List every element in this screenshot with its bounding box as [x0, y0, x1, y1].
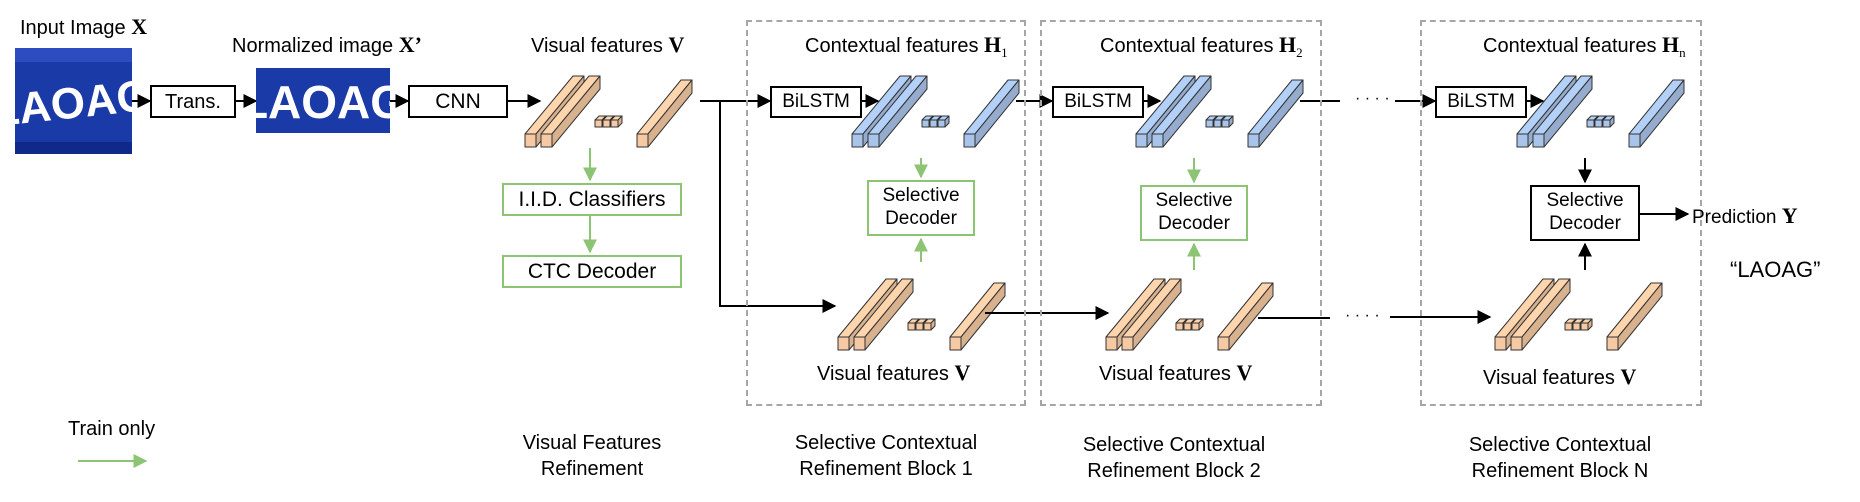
ellipsis-bottom: · · · · [1345, 307, 1380, 324]
block-n-visual-tensor [1494, 278, 1663, 351]
block-1-visual-features: Visual features V [817, 360, 971, 385]
block-2-outline [1040, 20, 1322, 406]
block-2-visual-tensor-bar-3-front [1217, 336, 1230, 351]
block-2-visual-tensor-cube-1-front [1175, 322, 1184, 331]
block-n-visual-tensor-bar-1-front [1494, 336, 1507, 351]
visual-features-tensor-bar-3-front [636, 133, 649, 148]
visual-features-tensor-cube-3-front [610, 119, 619, 128]
block-2-contextual-tensor-bar-1-front [1135, 133, 1148, 148]
block-1-bilstm-box: BiLSTM [770, 86, 862, 118]
block-1-contextual-tensor-bar-1-front [851, 133, 864, 148]
arrow-features-to-block-1-visual [719, 101, 837, 313]
visual-features-tensor-cube-1-front [594, 119, 603, 128]
block-1-contextual-tensor-bar-3-front [963, 133, 976, 148]
block-2-contextual-tensor-cube-1-front [1205, 119, 1214, 128]
legend-label: Train only [68, 418, 156, 440]
visual-features-tensor-bar-1-front [524, 133, 537, 148]
normalized-image: LAOAG [256, 68, 390, 133]
block-2-contextual-tensor [1135, 75, 1304, 148]
block-2-contextual-tensor-bar-3-front [1247, 133, 1260, 148]
block-n-contextual-tensor-cube-2-front [1594, 119, 1603, 128]
block-2-visual-tensor-cube-3-front [1191, 322, 1200, 331]
block-n-visual-tensor-bar-3-front [1606, 336, 1619, 351]
block-1-outline [746, 20, 1026, 406]
block-1-contextual-tensor-cube-3-front [937, 119, 946, 128]
block-n-contextual-title: Contextual features Hn [1483, 32, 1686, 60]
visual-features-title: Visual features V [531, 32, 685, 57]
normalized-image-title: Normalized image X’ [232, 32, 422, 57]
block-1-contextual-title: Contextual features H1 [805, 32, 1008, 60]
block-2-visual-tensor-cube-2-front [1183, 322, 1192, 331]
block-1-contextual-tensor-cube-2-front [929, 119, 938, 128]
block-1-visual-tensor-bar-2-front [853, 336, 866, 351]
block-n-contextual-tensor-bar-3-front [1628, 133, 1641, 148]
block-2-contextual-tensor-cube-2-front [1213, 119, 1222, 128]
block-1-visual-tensor-cube-2-front [915, 322, 924, 331]
block-n-contextual-tensor-cube-1-front [1586, 119, 1595, 128]
block-n-visual-features: Visual features V [1483, 364, 1637, 389]
block-n-visual-tensor-cube-3-front [1580, 322, 1589, 331]
visual-features-tensor-bar-2-front [540, 133, 553, 148]
block-1-contextual-tensor-bar-2-front [867, 133, 880, 148]
ctc-decoder-box: CTC Decoder [502, 255, 682, 288]
block-n-contextual-tensor-bar-2-front [1532, 133, 1545, 148]
block-n-visual-tensor-cube-1-front [1564, 322, 1573, 331]
visual-features-tensor-cube-2-front [602, 119, 611, 128]
prediction-label: Prediction Y [1692, 203, 1798, 228]
block-2-visual-features: Visual features V [1099, 360, 1253, 385]
ellipsis-top: · · · · [1355, 90, 1390, 107]
block-2-contextual-tensor-cube-3-front [1221, 119, 1230, 128]
block-1-contextual-tensor [851, 75, 1020, 148]
block-1-visual-tensor-bar-1-front [837, 336, 850, 351]
block-2-bilstm-box: BiLSTM [1052, 86, 1144, 118]
block-2-contextual-tensor-bar-2-front [1151, 133, 1164, 148]
block-2-visual-tensor [1105, 278, 1274, 351]
block-2-visual-tensor-bar-2-front [1121, 336, 1134, 351]
block-n-visual-tensor-bar-2-front [1510, 336, 1523, 351]
iid-classifiers-box: I.I.D. Classifiers [502, 183, 682, 216]
input-image-title: Input Image X [20, 14, 148, 39]
block-n-bilstm-box: BiLSTM [1435, 86, 1527, 118]
visual-features-tensor [524, 75, 693, 148]
block-1-visual-tensor-cube-3-front [923, 322, 932, 331]
prediction-output: “LAOAG” [1730, 257, 1821, 282]
block-n-outline [1420, 20, 1702, 406]
block-2-visual-tensor-bar-1-front [1105, 336, 1118, 351]
block-2-contextual-title: Contextual features H2 [1100, 32, 1303, 60]
block-1-visual-tensor-cube-1-front [907, 322, 916, 331]
block-1-contextual-tensor-cube-1-front [921, 119, 930, 128]
block-n-contextual-tensor-cube-3-front [1602, 119, 1611, 128]
input-image: LAOAG [15, 48, 132, 154]
block-n-contextual-tensor-bar-1-front [1516, 133, 1529, 148]
block-1-visual-tensor-bar-3-front [949, 336, 962, 351]
normalized-plate-art: LAOAG [256, 68, 390, 133]
block-n-contextual-tensor [1516, 75, 1685, 148]
input-plate-art: LAOAG [15, 48, 132, 154]
block-1-visual-tensor [837, 278, 1006, 351]
block-n-visual-tensor-cube-2-front [1572, 322, 1581, 331]
cnn-box: CNN [408, 85, 508, 118]
transformation-box: Trans. [150, 85, 236, 118]
normalized-plate-text: LAOAG [256, 76, 390, 128]
